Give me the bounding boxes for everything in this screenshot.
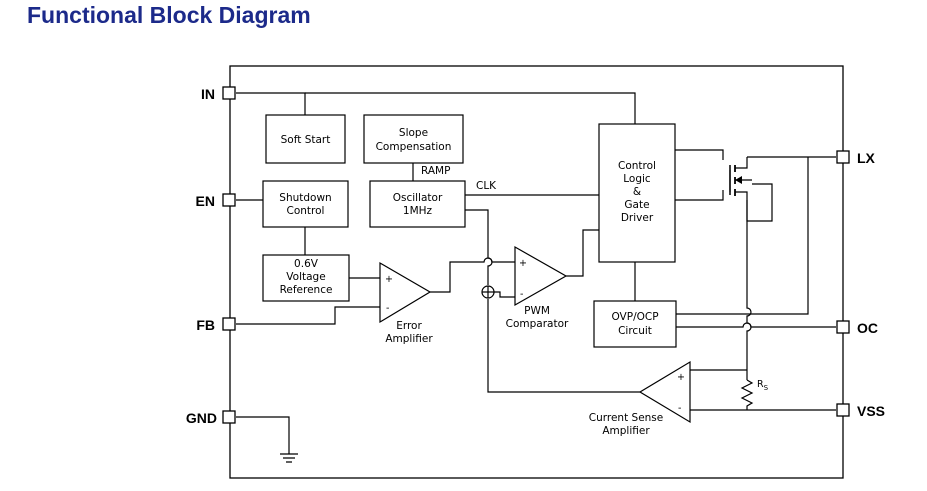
pwm-plus-sign: + <box>519 258 527 269</box>
cs-plus-sign: + <box>677 372 685 383</box>
ovp-ocp-label-1: OVP/OCP <box>611 311 658 323</box>
pin-gnd: GND <box>186 410 236 426</box>
pin-lx-label: LX <box>857 150 876 166</box>
oscillator-label-1: Oscillator <box>393 192 443 204</box>
pin-vss: VSS <box>836 403 885 419</box>
pin-en-label: EN <box>196 193 215 209</box>
ovp-ocp-block <box>593 300 677 348</box>
cs-amp-label-1: Current Sense <box>589 412 663 424</box>
pin-gnd-label: GND <box>186 410 217 426</box>
clk-label: CLK <box>476 180 497 192</box>
control-logic-label-5: Driver <box>621 212 654 224</box>
power-mosfet <box>729 157 752 200</box>
voltage-reference-block <box>262 254 350 302</box>
ea-plus-sign: + <box>385 274 393 285</box>
slope-compensation-block <box>363 114 464 164</box>
pwm-comparator <box>514 245 568 307</box>
control-logic-label-2: Logic <box>623 173 651 185</box>
ovp-ocp-label-2: Circuit <box>618 325 652 337</box>
vref-label-3: Reference <box>280 284 333 296</box>
pin-fb-label: FB <box>196 317 215 333</box>
control-logic-label-1: Control <box>618 160 656 172</box>
shutdown-label-1: Shutdown <box>279 192 331 204</box>
rs-label: RS <box>757 379 769 392</box>
pwm-comp-label-2: Comparator <box>506 318 569 330</box>
error-amp-label-1: Error <box>396 320 422 332</box>
vref-label-2: Voltage <box>286 271 325 283</box>
oscillator-label-2: 1MHz <box>403 205 433 217</box>
pin-vss-label: VSS <box>857 403 885 419</box>
chip-outline <box>229 65 844 479</box>
error-amp-label-2: Amplifier <box>385 333 433 345</box>
oscillator-block <box>369 180 466 228</box>
vref-label-1: 0.6V <box>294 258 319 270</box>
soft-start-label: Soft Start <box>281 134 331 146</box>
ea-minus-sign: - <box>386 303 389 314</box>
pin-lx: LX <box>836 150 876 166</box>
control-logic-label-4: Gate <box>624 199 649 211</box>
page-title: Functional Block Diagram <box>27 2 311 28</box>
soft-start-block <box>265 114 346 164</box>
cs-minus-sign: - <box>678 403 681 414</box>
shutdown-control-block <box>262 180 349 228</box>
pwm-comp-label-1: PWM <box>524 305 550 317</box>
ramp-label: RAMP <box>421 165 450 177</box>
cs-amp-label-2: Amplifier <box>602 425 650 437</box>
control-logic-block <box>598 123 676 263</box>
pin-in: IN <box>201 86 236 102</box>
pwm-minus-sign: - <box>520 289 523 300</box>
shutdown-label-2: Control <box>287 205 325 217</box>
slope-compensation-label-1: Slope <box>399 127 428 139</box>
wires <box>236 92 836 463</box>
pin-oc-label: OC <box>857 320 878 336</box>
pin-en: EN <box>196 193 236 209</box>
pin-oc: OC <box>836 320 878 336</box>
slope-compensation-label-2: Compensation <box>376 141 452 153</box>
control-logic-label-3: & <box>633 186 641 198</box>
pin-in-label: IN <box>201 86 215 102</box>
pin-fb: FB <box>196 317 236 333</box>
current-sense-amplifier <box>638 360 691 424</box>
summing-node <box>481 285 495 299</box>
error-amplifier <box>379 261 432 324</box>
